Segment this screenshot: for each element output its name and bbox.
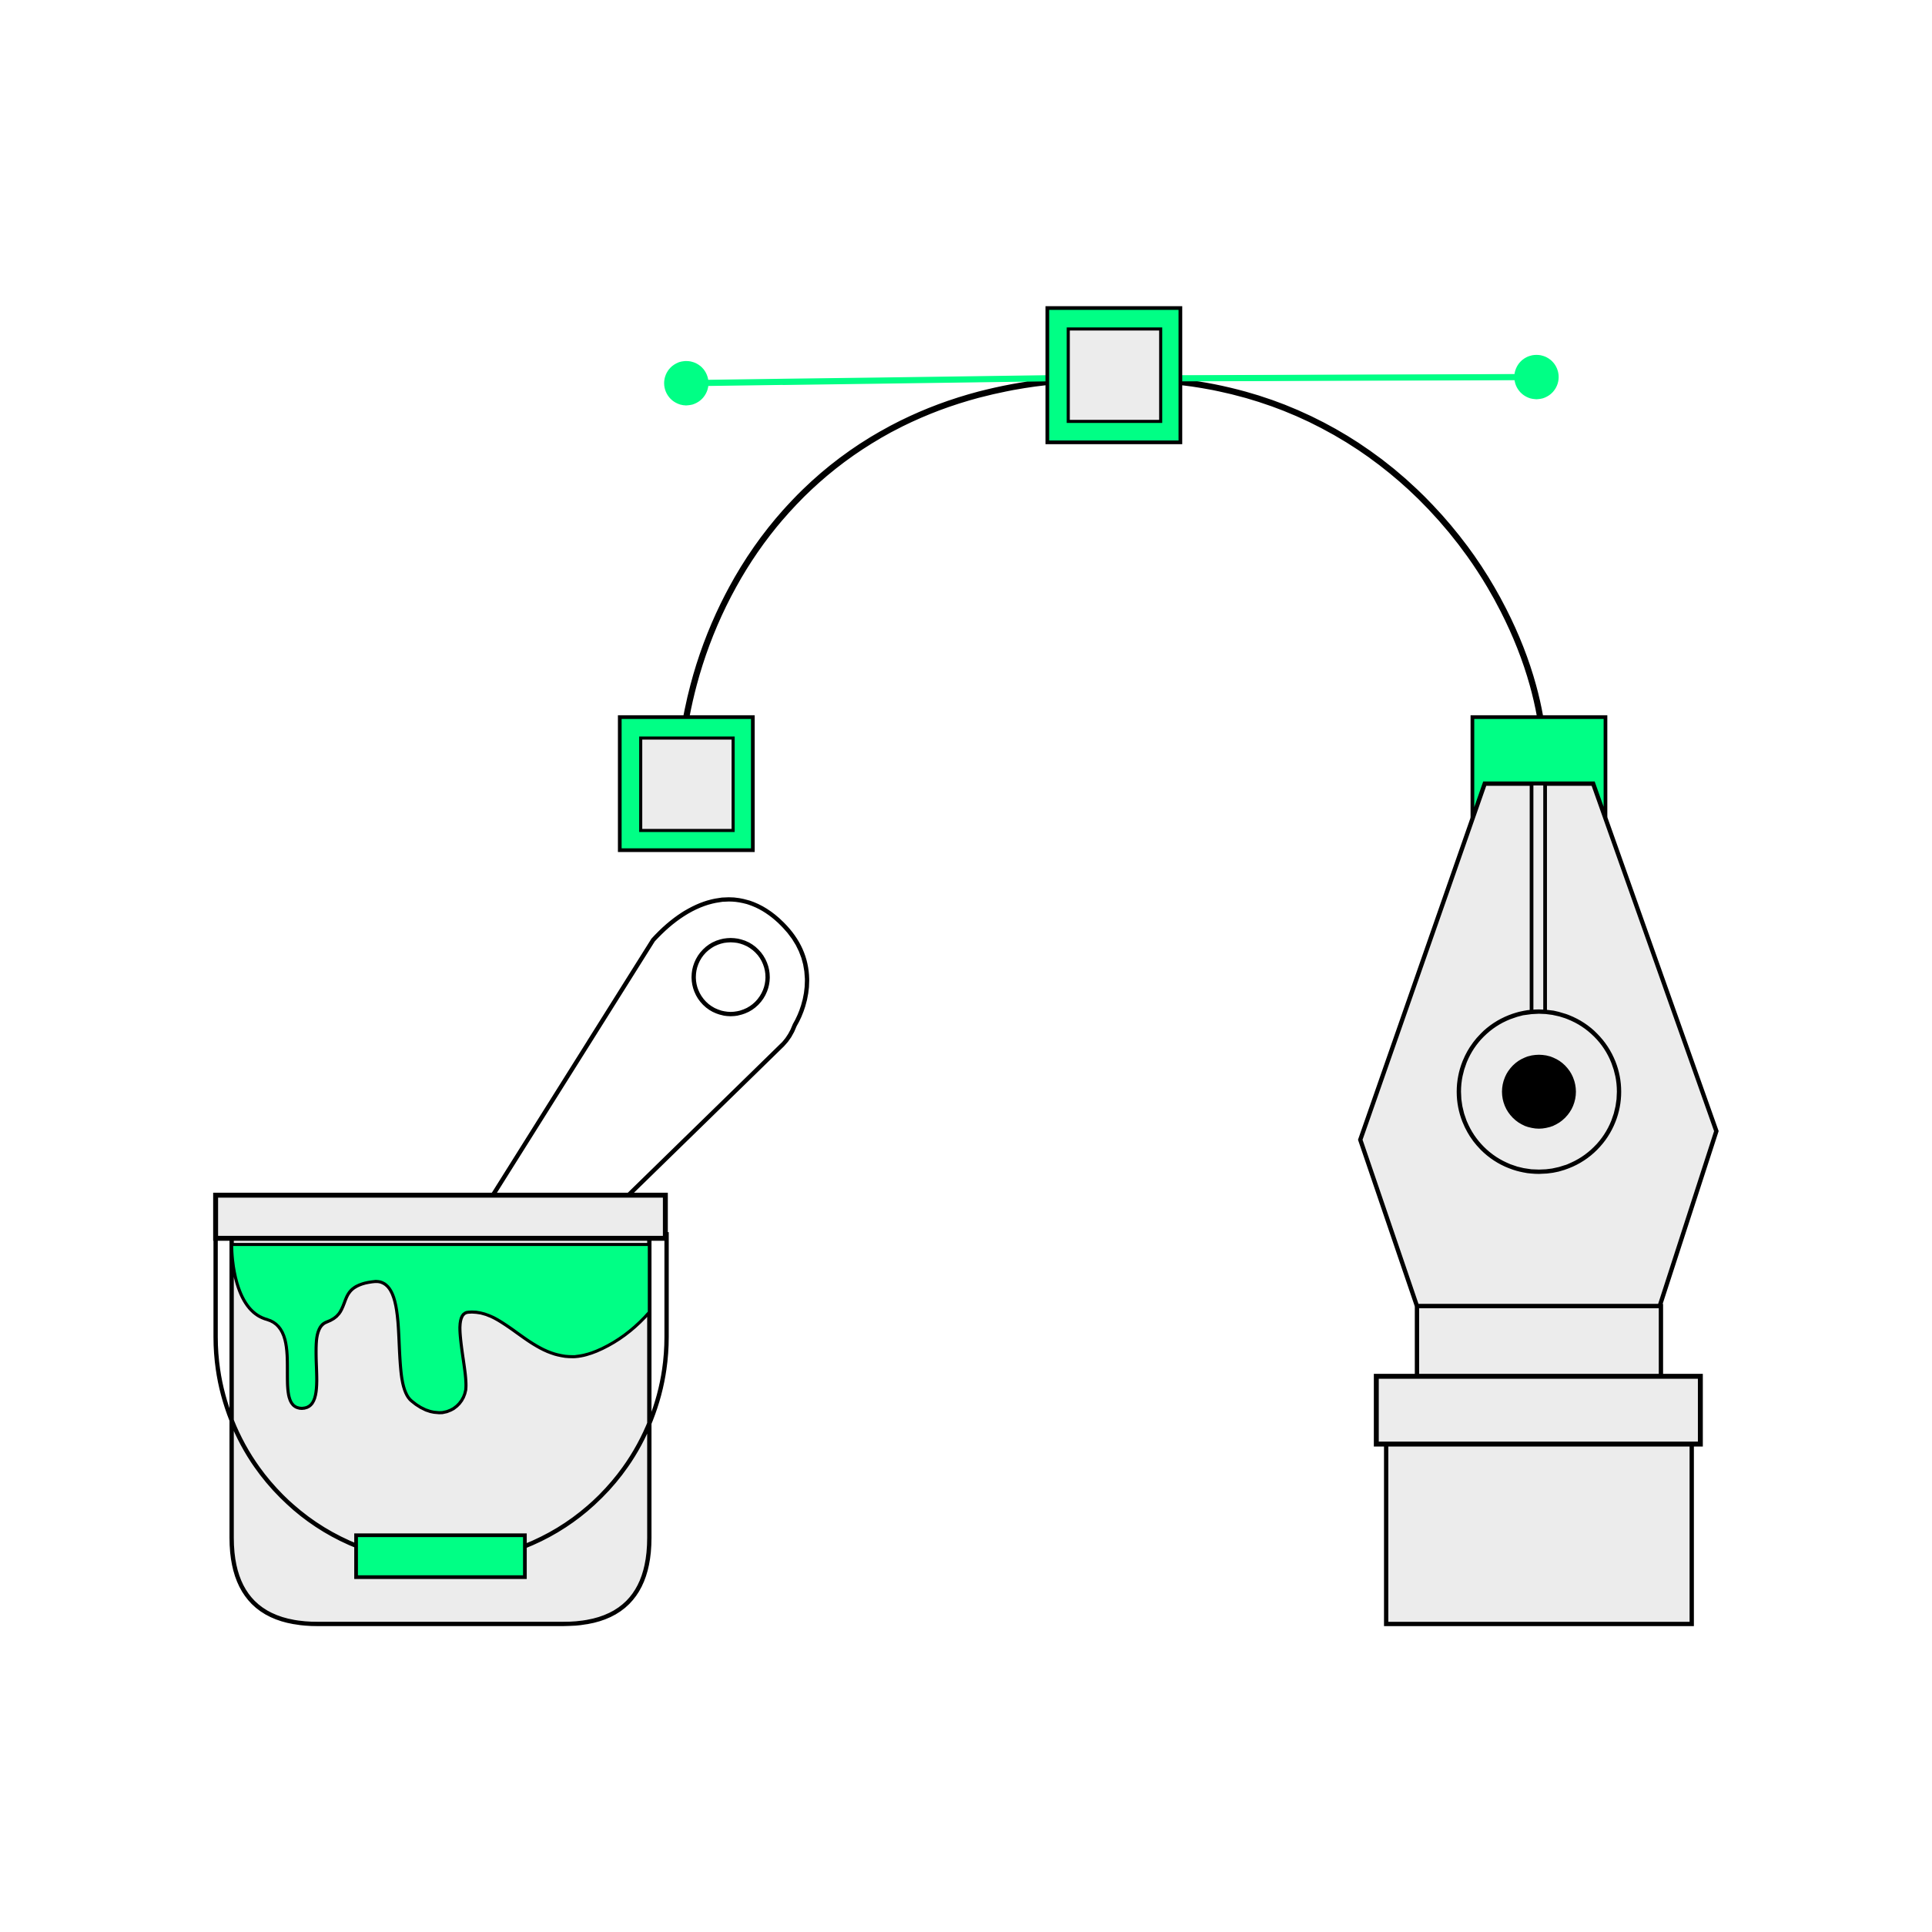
- handle-point-icon[interactable]: [664, 360, 709, 406]
- bucket-label: [354, 1533, 527, 1579]
- handle-line-left: [686, 375, 1048, 387]
- handle-line-right: [1180, 373, 1538, 382]
- handle-point-icon[interactable]: [1514, 354, 1559, 400]
- curve-left-segment: [683, 379, 1048, 718]
- paint-bucket-icon: [213, 897, 809, 1626]
- anchor-point-icon[interactable]: [618, 715, 755, 852]
- curve-right-segment: [1180, 379, 1544, 718]
- bucket-rim: [213, 1192, 668, 1241]
- paint-drip: [229, 1243, 651, 1415]
- pen-nib-icon: [1358, 781, 1719, 1626]
- stir-stick-hole: [691, 938, 770, 1016]
- anchor-point-icon[interactable]: [1045, 306, 1183, 444]
- bezier-curve: [618, 306, 1608, 852]
- stir-stick-icon: [491, 897, 809, 1197]
